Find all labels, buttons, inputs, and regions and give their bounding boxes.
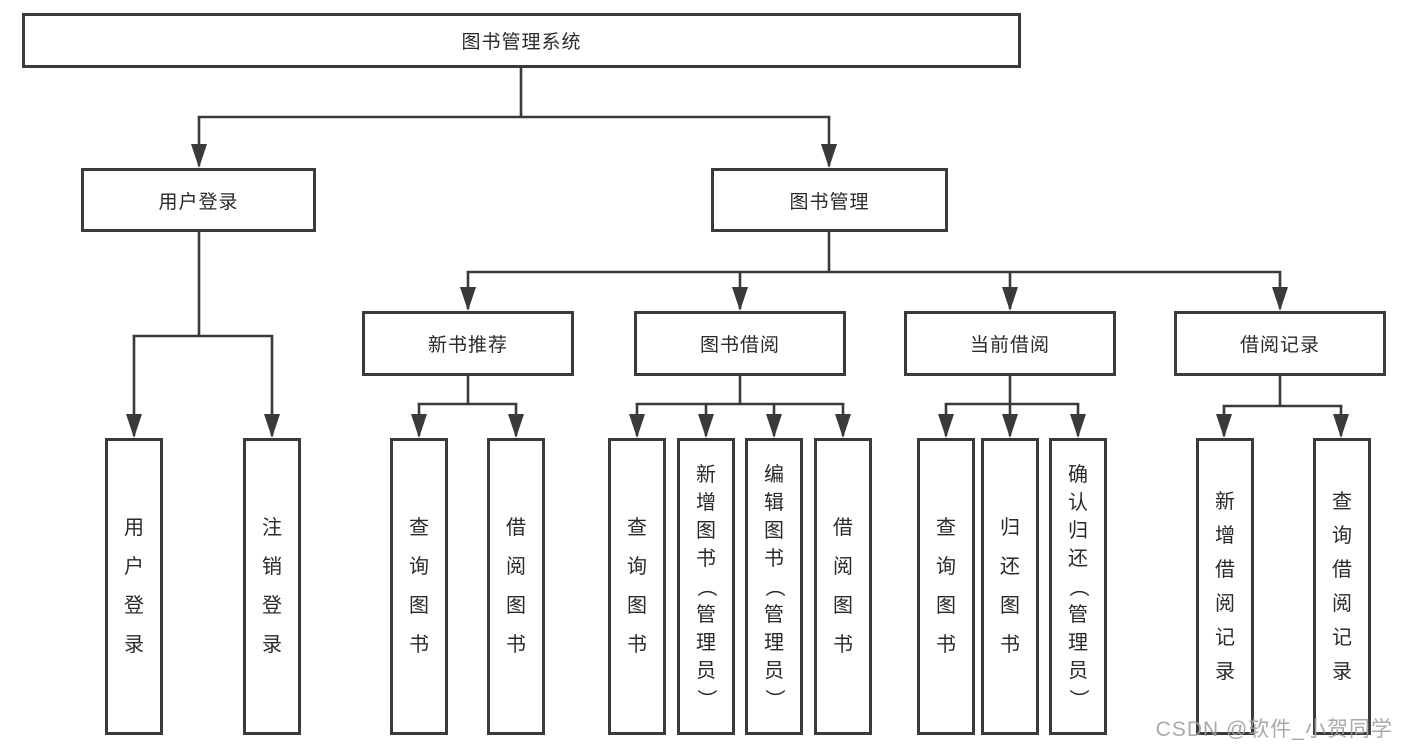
leaf-query-borrow-record-label: 查询借阅记录 bbox=[1332, 490, 1352, 683]
leaf-edit-book-admin-label: 编辑图书（管理员） bbox=[763, 463, 785, 709]
node-book-mgmt-branch: 图书管理 bbox=[711, 168, 948, 232]
node-root: 图书管理系统 bbox=[22, 13, 1021, 68]
leaf-logout: 注销登录 bbox=[243, 438, 301, 735]
node-new-book-recommend: 新书推荐 bbox=[362, 311, 574, 376]
leaf-add-book-admin: 新增图书（管理员） bbox=[677, 438, 735, 735]
node-user-login-branch: 用户登录 bbox=[81, 168, 316, 232]
node-user-login-branch-label: 用户登录 bbox=[158, 191, 239, 213]
node-book-borrow: 图书借阅 bbox=[634, 311, 846, 376]
leaf-borrow-book-recommend-label: 借阅图书 bbox=[506, 517, 526, 656]
leaf-edit-book-admin: 编辑图书（管理员） bbox=[745, 438, 803, 735]
leaf-return-book: 归还图书 bbox=[981, 438, 1039, 735]
node-borrow-record-label: 借阅记录 bbox=[1239, 335, 1320, 356]
leaf-add-book-admin-label: 新增图书（管理员） bbox=[695, 463, 717, 709]
leaf-query-book-borrow-label: 查询图书 bbox=[627, 517, 647, 656]
leaf-add-borrow-record-label: 新增借阅记录 bbox=[1215, 490, 1235, 683]
leaf-query-book-recommend-label: 查询图书 bbox=[409, 517, 429, 656]
leaf-query-book-current: 查询图书 bbox=[917, 438, 975, 735]
leaf-query-book-current-label: 查询图书 bbox=[936, 517, 956, 656]
leaf-borrow-book: 借阅图书 bbox=[814, 438, 872, 735]
leaf-confirm-return-admin: 确认归还（管理员） bbox=[1049, 438, 1107, 735]
leaf-logout-label: 注销登录 bbox=[262, 517, 282, 656]
node-book-mgmt-branch-label: 图书管理 bbox=[789, 191, 870, 213]
leaf-borrow-book-label: 借阅图书 bbox=[833, 517, 853, 656]
node-book-borrow-label: 图书借阅 bbox=[699, 335, 780, 356]
leaf-add-borrow-record: 新增借阅记录 bbox=[1196, 438, 1254, 735]
node-root-label: 图书管理系统 bbox=[461, 32, 582, 53]
node-borrow-record: 借阅记录 bbox=[1174, 311, 1386, 376]
leaf-query-book-recommend: 查询图书 bbox=[390, 438, 448, 735]
leaf-user-login: 用户登录 bbox=[105, 438, 163, 735]
csdn-watermark: CSDN @软件_小贺同学 bbox=[1155, 718, 1393, 741]
node-current-borrow: 当前借阅 bbox=[904, 311, 1116, 376]
leaf-borrow-book-recommend: 借阅图书 bbox=[487, 438, 545, 735]
leaf-return-book-label: 归还图书 bbox=[1000, 517, 1020, 656]
node-new-book-recommend-label: 新书推荐 bbox=[427, 335, 508, 356]
leaf-confirm-return-admin-label: 确认归还（管理员） bbox=[1067, 463, 1089, 709]
node-current-borrow-label: 当前借阅 bbox=[969, 335, 1050, 356]
leaf-query-borrow-record: 查询借阅记录 bbox=[1313, 438, 1371, 735]
leaf-query-book-borrow: 查询图书 bbox=[608, 438, 666, 735]
leaf-user-login-label: 用户登录 bbox=[124, 517, 144, 656]
